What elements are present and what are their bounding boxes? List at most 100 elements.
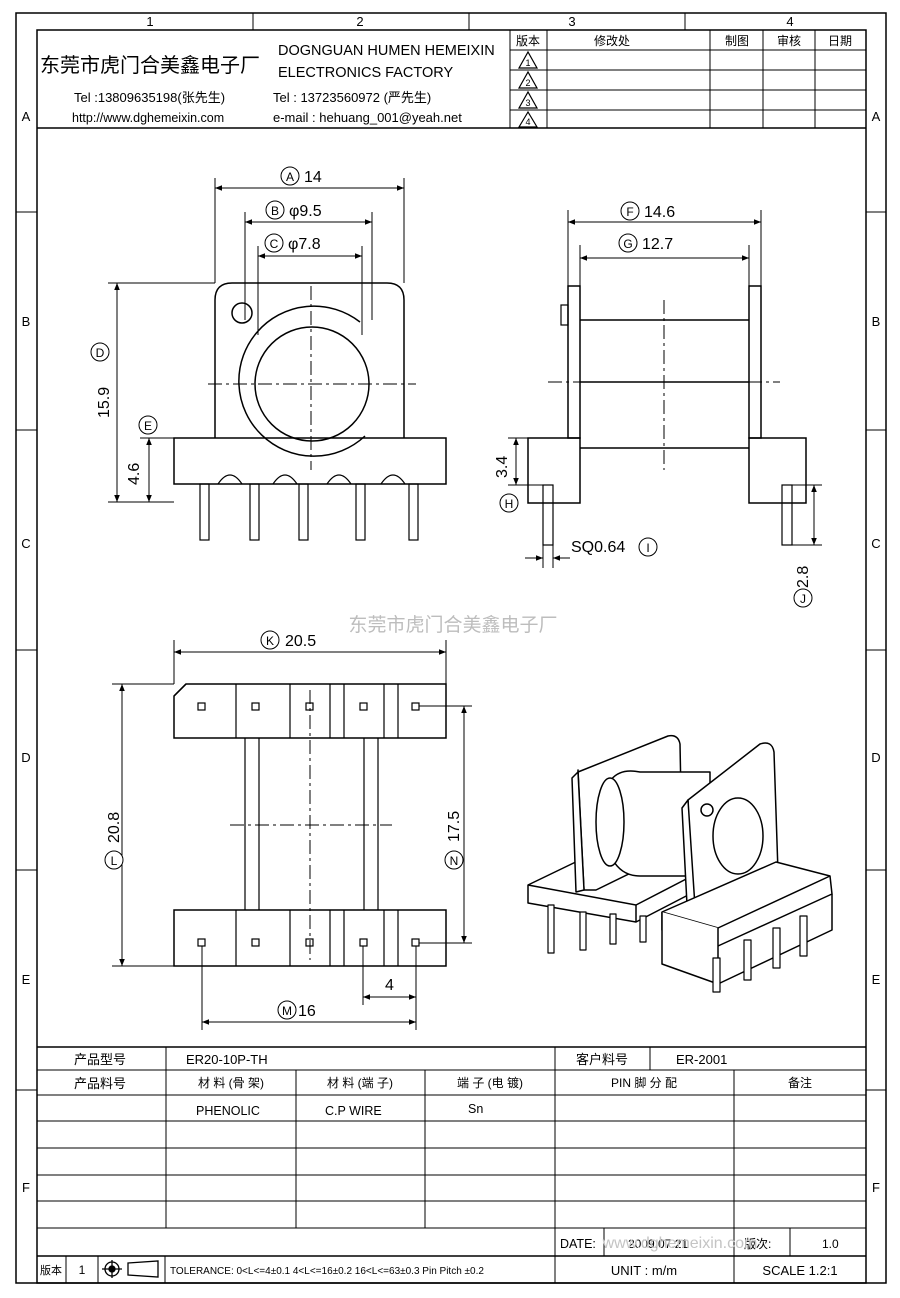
title-header: 东莞市虎门合美鑫电子厂 DOGNGUAN HUMEN HEMEIXIN ELEC…: [37, 43, 866, 129]
side-view: [527, 285, 807, 546]
svg-text:L: L: [111, 854, 118, 868]
svg-text:20.8: 20.8: [106, 812, 123, 843]
projection-symbol-icon: [102, 1260, 159, 1278]
rev-triangle-4: [517, 110, 539, 128]
svg-text:F: F: [626, 205, 633, 219]
svg-text:16: 16: [298, 1003, 316, 1020]
bottom-view-dimensions: [112, 640, 472, 1030]
model-label: 产品型号: [74, 1052, 126, 1067]
dim-h: H 3.4: [494, 456, 519, 513]
svg-text:J: J: [800, 592, 806, 606]
date-label: DATE:: [560, 1237, 596, 1251]
remark-label: 备注: [788, 1075, 812, 1090]
svg-text:SQ0.64: SQ0.64: [571, 539, 625, 556]
col-label-1: 1: [146, 14, 153, 29]
mounting-hole: [231, 302, 253, 324]
side-pin-right: [781, 484, 793, 546]
row-label-a-right: A: [872, 109, 881, 124]
row-label-f-right: F: [872, 1180, 880, 1195]
svg-text:14.6: 14.6: [644, 204, 675, 221]
svg-text:I: I: [646, 541, 649, 555]
row-label-b: B: [22, 314, 31, 329]
front-view: [173, 282, 447, 541]
col-label-2: 2: [356, 14, 363, 29]
contact-email: e-mail : hehuang_001@yeah.net: [273, 110, 462, 125]
pin-squares: [197, 702, 420, 947]
svg-text:4: 4: [385, 977, 394, 994]
front-flange-outline: [214, 282, 405, 438]
row-label-e-right: E: [872, 972, 881, 987]
dim-j: J2.8: [793, 566, 813, 608]
dim-i: SQ0.64 I: [571, 537, 658, 557]
col-label-3: 3: [568, 14, 575, 29]
info-table-text: 产品型号 ER20-10P-TH 客户料号 ER-2001 产品料号 材 料 (…: [40, 1052, 839, 1278]
row-label-a: A: [22, 109, 31, 124]
customer-no-label: 客户料号: [576, 1052, 628, 1067]
rev-col-date: 日期: [828, 34, 852, 48]
svg-text:E: E: [144, 419, 152, 433]
row-label-d: D: [21, 750, 30, 765]
rev-col-change: 修改处: [594, 33, 630, 48]
version-value: 1.0: [822, 1237, 839, 1251]
rev-triangle-1: [517, 50, 539, 69]
contact-tel-2: Tel : 13723560972 (严先生): [273, 90, 431, 105]
tolerance-note: TOLERANCE: 0<L<=4±0.1 4<L<=16±0.2 16<L<=…: [170, 1266, 484, 1277]
rev-mark-1: 1: [525, 58, 530, 68]
revision-table: 版本 修改处 制图 审核 日期 1 2 3 4: [509, 30, 866, 128]
pin-assign-label: PIN 脚 分 配: [611, 1075, 677, 1090]
side-base-right: [748, 437, 807, 504]
svg-text:C: C: [270, 237, 279, 251]
rev-mark-2: 2: [525, 78, 530, 88]
bottom-view: [173, 683, 447, 967]
svg-text:B: B: [271, 204, 279, 218]
material-pin-value: C.P WIRE: [325, 1104, 382, 1118]
svg-text:12.7: 12.7: [642, 236, 673, 253]
dim-pitch: 4: [385, 977, 394, 994]
dim-d: D 15.9: [90, 342, 113, 418]
terminal-value: Sn: [468, 1102, 483, 1116]
svg-text:3.4: 3.4: [494, 456, 511, 478]
dim-k: K 20.5: [260, 630, 316, 650]
svg-text:N: N: [450, 854, 459, 868]
front-base: [173, 437, 447, 485]
svg-text:20.5: 20.5: [285, 633, 316, 650]
material-pin-label: 材 料 (端 子): [327, 1076, 393, 1090]
watermark-company: 东莞市虎门合美鑫电子厂: [348, 614, 557, 636]
svg-text:D: D: [96, 346, 105, 360]
rev-mark-4: 4: [525, 117, 530, 127]
svg-text:H: H: [505, 497, 514, 511]
row-label-b-right: B: [872, 314, 881, 329]
front-view-dimensions: [108, 178, 405, 503]
dim-f: F 14.6: [620, 201, 675, 221]
dim-n: N 17.5: [444, 811, 464, 870]
side-flange-right: [748, 285, 762, 439]
base-notches: [217, 474, 406, 485]
material-bobbin-value: PHENOLIC: [196, 1104, 260, 1118]
terminal-label: 端 子 (电 镀): [457, 1076, 523, 1090]
sheet-frame: [15, 12, 887, 1284]
unit-label: UNIT : m/m: [611, 1263, 677, 1278]
dim-e: E4.6: [126, 415, 158, 485]
side-lug: [560, 304, 569, 326]
row-label-c-right: C: [871, 536, 880, 551]
scale-label: SCALE 1.2:1: [762, 1263, 837, 1278]
row-label-c: C: [21, 536, 30, 551]
svg-text:17.5: 17.5: [446, 811, 463, 842]
side-pin-left: [542, 484, 554, 546]
row-label-d-right: D: [871, 750, 880, 765]
svg-text:K: K: [266, 634, 274, 648]
top-rail-slots: [235, 684, 399, 966]
side-flange-left: [567, 285, 581, 439]
svg-text:15.9: 15.9: [96, 387, 113, 418]
front-pins: [199, 483, 419, 541]
info-table: [37, 1046, 866, 1283]
side-base-left: [527, 437, 581, 504]
col-label-4: 4: [786, 14, 793, 29]
rev-value: 1: [79, 1263, 86, 1277]
